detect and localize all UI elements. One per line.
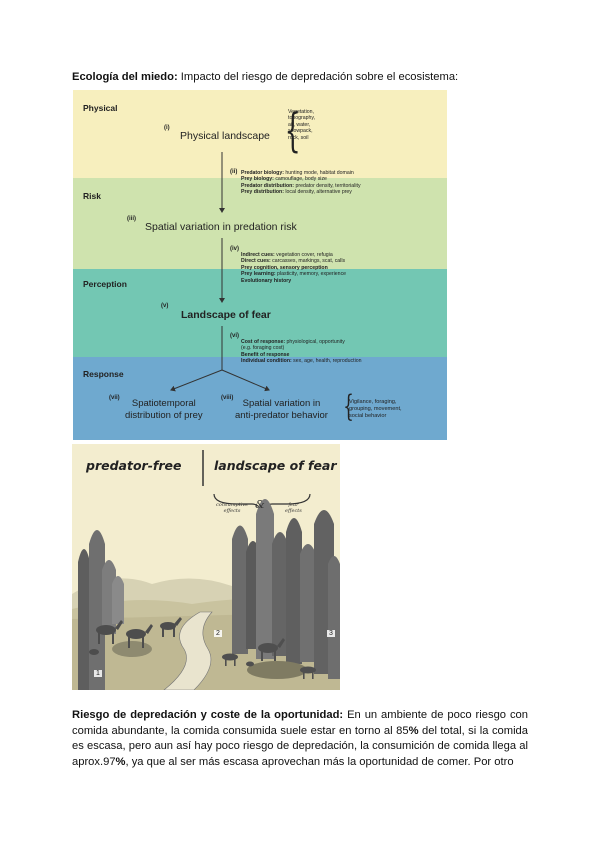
response-factor: Cost of response: physiological, opportu… — [241, 339, 345, 345]
node-vi-number: (vi) — [230, 333, 239, 339]
perception-factor: Evolutionary history — [241, 277, 292, 284]
perception-factor: Prey cognition, sensory perception — [241, 264, 328, 271]
predator-free-title: predator-free — [86, 458, 182, 473]
band-label-physical: Physical — [83, 103, 118, 113]
band-label-response: Response — [83, 369, 124, 379]
risk-factor-list: Predator biology: hunting mode, habitat … — [241, 170, 361, 196]
response-factor: Individual condition: sex, age, health, … — [241, 358, 362, 365]
landscape-scene — [72, 450, 340, 690]
physical-factor: snowpack, — [288, 128, 313, 135]
paragraph-lead: Riesgo de depredación y coste de la opor… — [72, 709, 344, 721]
node-viii-number: (viii) — [221, 395, 234, 401]
risk-factor: Predator distribution: predator density,… — [241, 182, 361, 189]
perception-factor: Indirect cues: vegetation cover, refugia — [241, 252, 333, 258]
paragraph-text: En un ambiente de poco riesgo con comida… — [72, 709, 528, 737]
response-factor: (e.g. foraging cost) — [241, 345, 285, 352]
perception-factor: Direct cues: carcasses, markings, scat, … — [241, 258, 346, 265]
ecology-of-fear-diagram: Physical Risk Perception Response (i) Ph… — [73, 90, 447, 440]
consumptive-effects-label: consumptive effects — [216, 502, 249, 514]
scene-label-2: 2 — [214, 630, 222, 637]
perception-factor: Prey learning: plasticity, memory, exper… — [241, 271, 347, 278]
response-cost-list: Cost of response: physiological, opportu… — [241, 339, 362, 365]
paragraph-text: , ya que al ser más escasa aprovechan má… — [125, 755, 514, 768]
band-physical — [73, 90, 447, 178]
risk-factor: Prey distribution: local density, altern… — [241, 189, 352, 196]
physical-factor: Vegetation, — [288, 109, 314, 115]
section-heading: Ecología del miedo: Impacto del riesgo d… — [72, 70, 532, 84]
risk-factor: Predator biology: hunting mode, habitat … — [241, 170, 354, 176]
scene-label-3: 3 — [327, 630, 335, 637]
node-iii-number: (iii) — [127, 216, 136, 222]
behavior-list: Vigilance, foraging, grouping, movement,… — [349, 399, 402, 420]
landscape-of-fear-title: landscape of fear — [214, 458, 337, 473]
behavior-item: grouping, movement, — [349, 406, 402, 412]
paragraph-percent: % — [408, 724, 419, 737]
band-risk — [73, 178, 447, 269]
paragraph-percent: % — [115, 755, 126, 768]
paragraph-text: del total, si la comida es escasa, pero … — [72, 724, 529, 768]
physical-factor: topography, — [288, 115, 316, 122]
response-factor: Benefit of response — [241, 351, 290, 358]
node-v-number: (v) — [161, 303, 169, 309]
landscape-illustration: predator-free landscape of fear consumpt… — [72, 444, 340, 690]
node-i-number: (i) — [164, 125, 170, 131]
node-spatiotemporal-distribution: Spatiotemporal distribution of prey — [125, 398, 203, 421]
node-iv-number: (iv) — [230, 246, 239, 252]
band-label-risk: Risk — [83, 191, 101, 201]
heading-bold: Ecología del miedo: — [72, 71, 178, 83]
scene-label-1: 1 — [94, 670, 102, 677]
node-spatial-variation-risk: Spatial variation in predation risk — [145, 221, 297, 233]
brace-physical: { — [284, 103, 301, 157]
flow-arrows — [170, 152, 270, 392]
perception-factor-list: Indirect cues: vegetation cover, refugia… — [241, 252, 346, 284]
node-landscape-of-fear: Landscape of fear — [181, 309, 271, 321]
node-physical-landscape: Physical landscape — [180, 130, 270, 142]
brace-response: { — [343, 389, 354, 424]
node-ii-number: (ii) — [230, 169, 238, 175]
fear-effects-label: fear effects — [285, 502, 302, 514]
heading-text: Impacto del riesgo de depredación sobre … — [177, 71, 459, 83]
behavior-item: Vigilance, foraging, — [349, 399, 397, 405]
node-vii-number: (vii) — [109, 395, 120, 401]
ampersand-label: & — [255, 498, 265, 511]
behavior-item: social behavior — [349, 413, 387, 419]
physical-factor: air, water, — [288, 121, 311, 128]
band-response — [73, 357, 447, 440]
band-label-perception: Perception — [83, 279, 127, 289]
body-paragraph: Riesgo de depredación y coste de la opor… — [72, 708, 528, 770]
physical-factor: rock, soil — [288, 134, 309, 141]
risk-factor: Prey biology: camouflage, body size — [241, 176, 327, 183]
node-antipredator-behavior: Spatial variation in anti-predator behav… — [235, 398, 328, 421]
physical-factor-list: Vegetation, topography, air, water, snow… — [288, 109, 315, 141]
band-perception — [73, 269, 447, 357]
